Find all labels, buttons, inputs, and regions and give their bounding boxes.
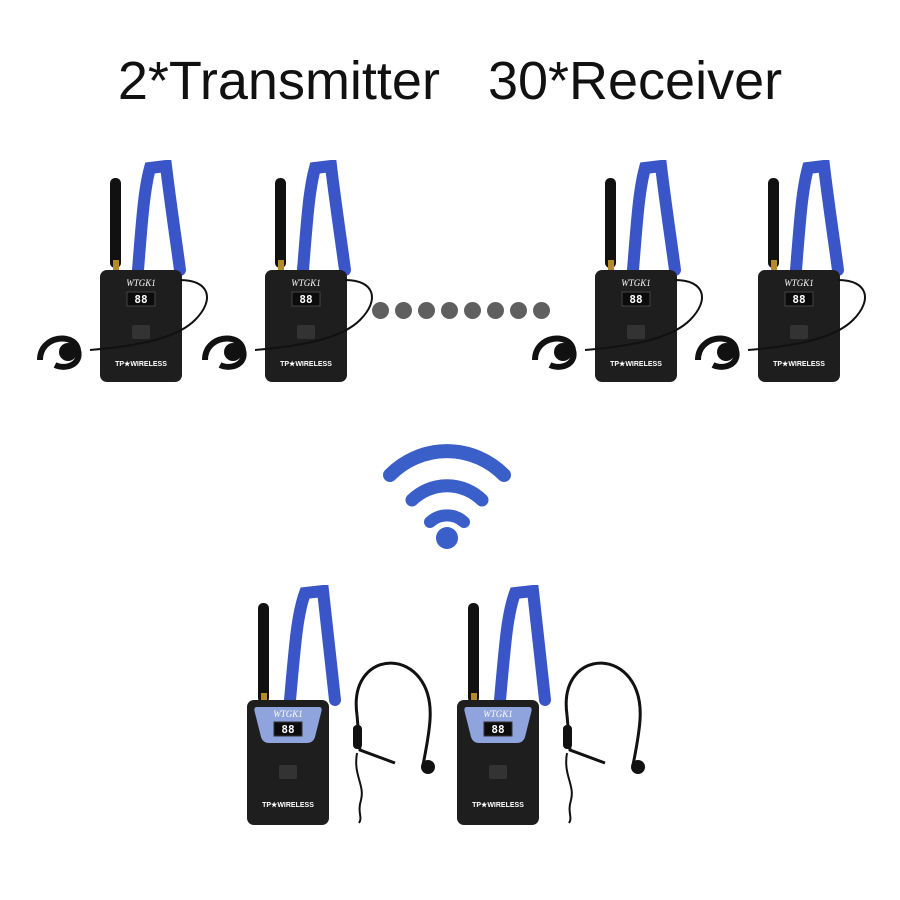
transmitter-unit: WTGK1 88 TP★WIRELESS [457,585,645,825]
device-logo: WTGK1 [273,709,303,719]
channel-display: 88 [792,293,805,306]
more-receivers-dots-icon [372,302,550,319]
device-logo: WTGK1 [291,278,321,288]
dot [510,302,527,319]
device-logo: WTGK1 [483,709,513,719]
headline: 2*Transmitter 30*Receiver [0,50,900,112]
dot [395,302,412,319]
channel-display: 88 [134,293,147,306]
receiver-unit: WTGK1 88 TP★WIRELESS [695,160,866,382]
dot [418,302,435,319]
dot [464,302,481,319]
channel-display: 88 [281,723,294,736]
receiver-count-text: 30*Receiver [487,51,783,111]
brand-label: TP★WIRELESS [262,801,314,809]
channel-display: 88 [299,293,312,306]
dot [533,302,550,319]
channel-display: 88 [491,723,504,736]
brand-label: TP★WIRELESS [280,360,332,368]
dot [441,302,458,319]
device-logo: WTGK1 [784,278,814,288]
receiver-unit: WTGK1 88 TP★WIRELESS [532,160,703,382]
receiver-unit: WTGK1 88 TP★WIRELESS [202,160,373,382]
device-logo: WTGK1 [126,278,156,288]
channel-display: 88 [629,293,642,306]
device-logo: WTGK1 [621,278,651,288]
dot [372,302,389,319]
brand-label: TP★WIRELESS [773,360,825,368]
brand-label: TP★WIRELESS [610,360,662,368]
receiver-unit: WTGK1 88 TP★WIRELESS [37,160,208,382]
brand-label: TP★WIRELESS [115,360,167,368]
dot [487,302,504,319]
wifi-signal-icon [383,444,511,549]
transmitter-count-text: 2*Transmitter [117,51,440,111]
brand-label: TP★WIRELESS [472,801,524,809]
transmitter-unit: WTGK1 88 TP★WIRELESS [247,585,435,825]
